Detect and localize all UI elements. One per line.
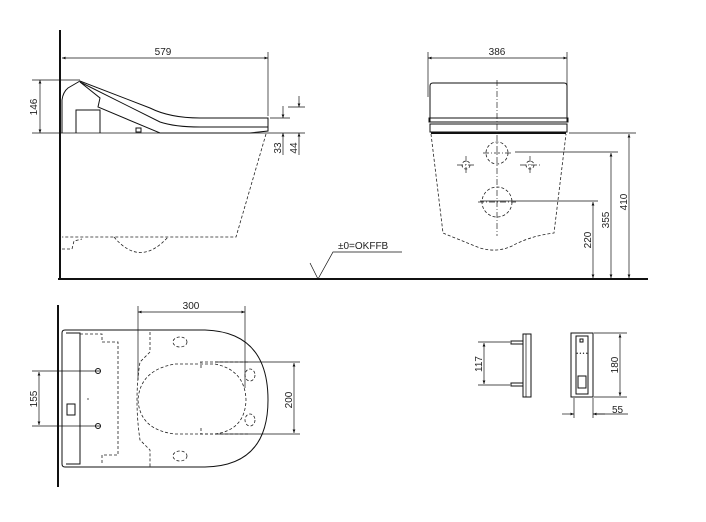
fixing-mark-left — [457, 156, 476, 175]
dim-220: 220 — [583, 231, 594, 248]
bowl-outline-top — [61, 329, 269, 468]
dim-33: 33 — [273, 142, 284, 154]
dim-55: 55 — [612, 405, 624, 416]
dim-117: 117 — [474, 356, 485, 372]
datum-label: ±0=OKFFB — [338, 241, 389, 252]
side-view: 579 146 33 44 — [29, 30, 648, 280]
dim-200: 200 — [284, 391, 295, 408]
remote-bracket-side: 117 — [474, 333, 532, 398]
seat-lid-front — [429, 82, 568, 123]
dim-355: 355 — [601, 211, 612, 228]
bowl-front-hidden — [430, 133, 567, 251]
top-view: 300 200 155 — [29, 301, 300, 487]
seat-opening-hidden — [137, 363, 247, 435]
svg-text:• • • •: • • • • — [576, 351, 587, 357]
dim-180: 180 — [610, 356, 621, 373]
front-view: 386 410 355 220 — [427, 47, 636, 278]
dim-386: 386 — [489, 47, 506, 58]
dim-579: 579 — [155, 47, 172, 58]
dim-146: 146 — [29, 98, 40, 115]
seat-lid-profile — [61, 80, 269, 134]
dim-410: 410 — [619, 193, 630, 210]
dim-44: 44 — [289, 142, 300, 154]
floor-datum: ±0=OKFFB — [309, 241, 402, 280]
fixing-mark-right — [520, 156, 540, 175]
bowl-outline-hidden — [62, 133, 267, 253]
dim-300: 300 — [183, 301, 200, 312]
remote-control-front: • • • • 180 55 — [562, 332, 628, 418]
dim-155: 155 — [29, 390, 40, 407]
